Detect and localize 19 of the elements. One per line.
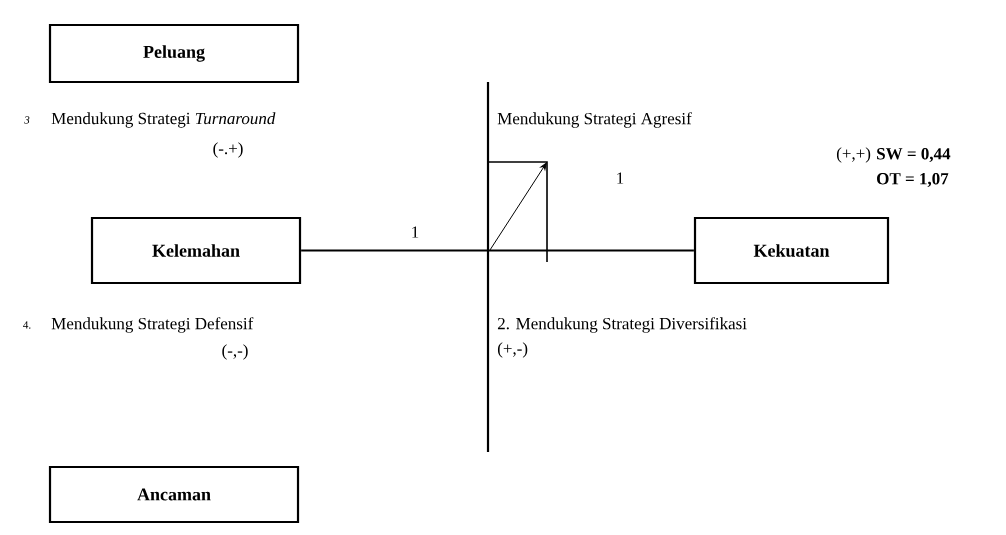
text-label: OT = 1,07 [877,173,949,187]
text-label: Mendukung Strategi Defensif [51,317,254,333]
text-label: Mendukung Strategi Turnaround [51,112,276,128]
text-label: SW = 0,44 [877,148,951,162]
text-label: 1 [412,226,419,238]
quadrant-box: Kelemahan [90,216,302,285]
text-label: 1 [617,172,624,184]
text-label: (-,-) [222,344,248,360]
text-label: 4. [23,321,31,329]
quadrant-box: Kekuatan [693,216,890,285]
text-label: 2. Mendukung Strategi Diversifikasi [497,317,747,333]
text-label: Mendukung Strategi Agresif [497,112,692,128]
text-label: (+,-) [497,342,528,358]
quadrant-box: Ancaman [48,465,300,524]
text-label: (+,+) [836,147,871,163]
text-label: 3 [24,116,30,124]
text-label: (-.+) [213,142,243,158]
quadrant-box: Peluang [48,23,300,84]
horizontal-axis [301,249,694,252]
